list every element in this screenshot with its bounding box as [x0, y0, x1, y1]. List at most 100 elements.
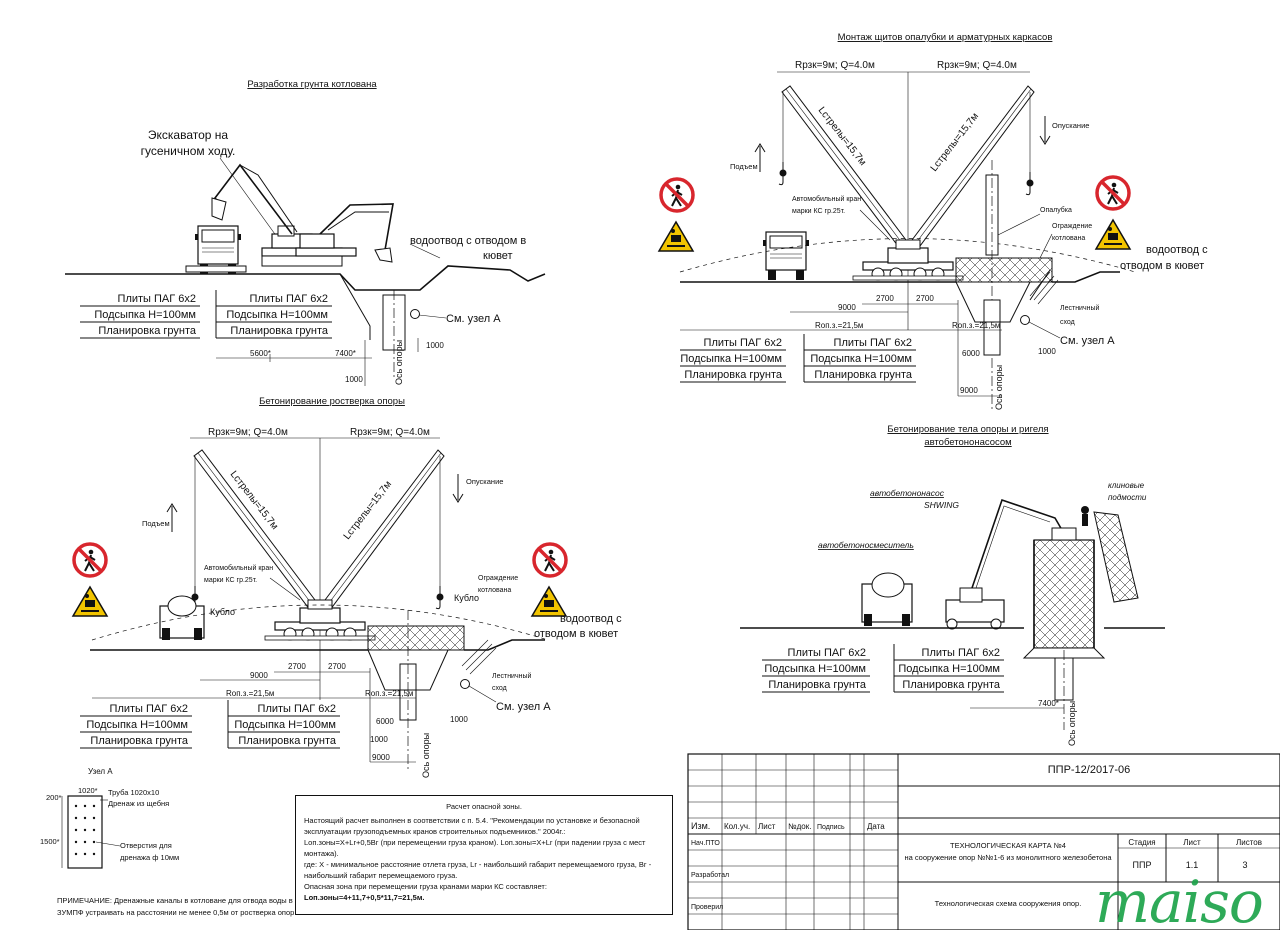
svg-text:Rоп.з.=21,5м: Rоп.з.=21,5м: [952, 321, 1000, 330]
no-walking-sign-icon: [1095, 175, 1131, 211]
excavation-axis-label: Ось опоры: [394, 340, 404, 385]
svg-text:Технологическая схема сооружен: Технологическая схема сооружения опор.: [935, 899, 1082, 908]
svg-text:Разработал: Разработал: [691, 871, 729, 879]
grillage-dimensions: 9000 2700 2700 Rоп.з.=21,5м Rоп.з.=21,5м…: [92, 662, 468, 763]
calc-line: эксплуатации грузоподъемных кранов строи…: [304, 827, 566, 836]
svg-text:ЗУМПФ устраивать на расстоянии: ЗУМПФ устраивать на расстоянии не менее …: [57, 908, 294, 917]
svg-text:6000: 6000: [376, 717, 394, 726]
svg-text:Отверстия для: Отверстия для: [120, 841, 172, 850]
svg-text:автобетононасос: автобетононасос: [870, 488, 945, 498]
svg-text:Rрзк=9м; Q=4.0м: Rрзк=9м; Q=4.0м: [350, 427, 430, 438]
calc-line: где: Х - минимальное расстояние отлета г…: [304, 860, 652, 869]
no-walking-sign-icon: [532, 542, 568, 578]
svg-text:200*: 200*: [46, 793, 62, 802]
calc-line: наибольший габарит перемещаемого груза.: [304, 871, 458, 880]
excavation-ground-line: [65, 265, 546, 291]
svg-text:Изм.: Изм.: [691, 821, 710, 831]
formwork-layers-right: Плиты ПАГ 6х2 Подсыпка Н=100мм Планировк…: [803, 334, 916, 383]
svg-text:на сооружение опор №№1-6 из мо: на сооружение опор №№1-6 из монолитного …: [904, 853, 1112, 862]
excavator-label-line1: Экскаватор на: [148, 128, 229, 142]
svg-text:Автомобильный кран: Автомобильный кран: [204, 564, 273, 572]
title-block: ППР-12/2017-06 Изм. Кол.уч. Лист №док. П…: [687, 753, 1280, 930]
svg-text:Rоп.з.=21,5м: Rоп.з.=21,5м: [226, 689, 274, 698]
svg-text:См. узел А: См. узел А: [496, 701, 551, 713]
svg-text:Плиты ПАГ 6х2: Плиты ПАГ 6х2: [250, 293, 328, 305]
svg-text:9000: 9000: [838, 303, 856, 312]
svg-text:Rрзк=9м; Q=4.0м: Rрзк=9м; Q=4.0м: [208, 427, 288, 438]
svg-text:Подсыпка Н=100мм: Подсыпка Н=100мм: [810, 353, 912, 365]
svg-text:Планировка грунта: Планировка грунта: [238, 735, 336, 747]
hazard-zone-calculation: Расчет опасной зоны. Настоящий расчет вы…: [295, 795, 673, 915]
svg-text:Планировка грунта: Планировка грунта: [230, 325, 328, 337]
column-scaffold-icon: [1022, 506, 1139, 701]
svg-text:Лист: Лист: [1183, 838, 1201, 847]
stamp-code: ППР-12/2017-06: [1048, 764, 1130, 776]
svg-text:1000: 1000: [370, 735, 388, 744]
svg-text:Ограждение: Ограждение: [1052, 223, 1092, 230]
svg-text:1.1: 1.1: [1186, 860, 1199, 870]
svg-text:№док.: №док.: [788, 822, 811, 831]
formwork-section: Монтаж щитов опалубки и арматурных карка…: [658, 32, 1208, 410]
svg-text:сход: сход: [492, 685, 507, 692]
watermark-logo: maiso: [1095, 868, 1264, 930]
svg-text:Подсыпка Н=100мм: Подсыпка Н=100мм: [764, 663, 866, 675]
svg-text:Подъем: Подъем: [730, 162, 758, 171]
svg-text:Опускание: Опускание: [466, 477, 503, 486]
svg-text:Плиты ПАГ 6х2: Плиты ПАГ 6х2: [704, 337, 782, 349]
excavator-leader: [219, 157, 286, 249]
overhead-load-warning-icon: [1095, 219, 1131, 250]
svg-text:Подсыпка Н=100мм: Подсыпка Н=100мм: [226, 309, 328, 321]
svg-text:ПРИМЕЧАНИЕ: Дренажные каналы в: ПРИМЕЧАНИЕ: Дренажные каналы в котловане…: [57, 896, 293, 905]
formwork-truck-icon: [762, 231, 810, 281]
concrete-pump-icon: [945, 498, 1063, 630]
svg-text:Ось опоры: Ось опоры: [421, 733, 431, 778]
svg-text:автобетоносмеситель: автобетоносмеситель: [818, 540, 914, 550]
svg-text:7400*: 7400*: [1038, 699, 1059, 708]
svg-text:9000: 9000: [250, 671, 268, 680]
svg-text:1020*: 1020*: [78, 786, 98, 795]
svg-text:Подсыпка Н=100мм: Подсыпка Н=100мм: [680, 353, 782, 365]
excavation-dimensions: 5600* 7400* 1000 1000: [216, 338, 444, 386]
calc-result: Lоп.зоны=4+11,7+0,5*11,7=21,5м.: [304, 893, 425, 902]
calc-line: Lоп.зоны=Х+Lr+0,5Вг (при перемещении гру…: [304, 838, 646, 847]
column-title-1: Бетонирование тела опоры и ригеля: [887, 424, 1048, 435]
svg-text:подмости: подмости: [1108, 493, 1147, 502]
svg-text:Rоп.з.=21,5м: Rоп.з.=21,5м: [815, 321, 863, 330]
svg-text:Планировка грунта: Планировка грунта: [768, 679, 866, 691]
svg-text:Дренаж из щебня: Дренаж из щебня: [108, 799, 169, 808]
column-title-2: автобетононасосом: [924, 437, 1011, 448]
svg-text:сход: сход: [1060, 319, 1075, 326]
svg-text:Подсыпка Н=100мм: Подсыпка Н=100мм: [86, 719, 188, 731]
calc-line: монтажа).: [304, 849, 339, 858]
excavator-label-line2: гусеничном ходу.: [141, 144, 236, 158]
svg-text:См. узел А: См. узел А: [1060, 335, 1115, 347]
svg-text:ППР: ППР: [1133, 860, 1152, 870]
svg-text:1000: 1000: [426, 341, 444, 350]
no-walking-sign-icon: [659, 177, 695, 213]
grillage-boom-right: [321, 449, 445, 611]
svg-text:Плиты ПАГ 6х2: Плиты ПАГ 6х2: [118, 293, 196, 305]
svg-text:Лестничный: Лестничный: [492, 672, 532, 680]
node-a-detail: Узел А 1500* 200* 1020* Труба 1020х10 Др…: [40, 767, 294, 917]
svg-text:Нач.ПТО: Нач.ПТО: [691, 840, 720, 847]
svg-text:5600*: 5600*: [250, 349, 271, 358]
grillage-layers-left: Плиты ПАГ 6х2 Подсыпка Н=100мм Планировк…: [80, 703, 192, 749]
excavation-drain-line1: водоотвод с отводом в: [410, 235, 526, 247]
svg-text:Опускание: Опускание: [1052, 121, 1089, 130]
svg-text:отводом в кювет: отводом в кювет: [1120, 260, 1204, 272]
svg-text:2700: 2700: [876, 294, 894, 303]
svg-text:Плиты ПАГ 6х2: Плиты ПАГ 6х2: [258, 703, 336, 715]
svg-text:Дата: Дата: [867, 822, 885, 831]
svg-text:Планировка грунта: Планировка грунта: [902, 679, 1000, 691]
svg-text:Кол.уч.: Кол.уч.: [724, 822, 750, 831]
svg-text:Подъем: Подъем: [142, 519, 170, 528]
svg-text:Планировка грунта: Планировка грунта: [90, 735, 188, 747]
svg-text:1500*: 1500*: [40, 837, 60, 846]
svg-text:1000: 1000: [1038, 347, 1056, 356]
svg-text:Планировка грунта: Планировка грунта: [814, 369, 912, 381]
svg-text:Кубло: Кубло: [210, 607, 235, 617]
svg-text:Ось опоры: Ось опоры: [994, 365, 1004, 410]
svg-text:марки КС гр.25т.: марки КС гр.25т.: [792, 208, 845, 215]
overhead-load-warning-icon: [72, 586, 108, 617]
